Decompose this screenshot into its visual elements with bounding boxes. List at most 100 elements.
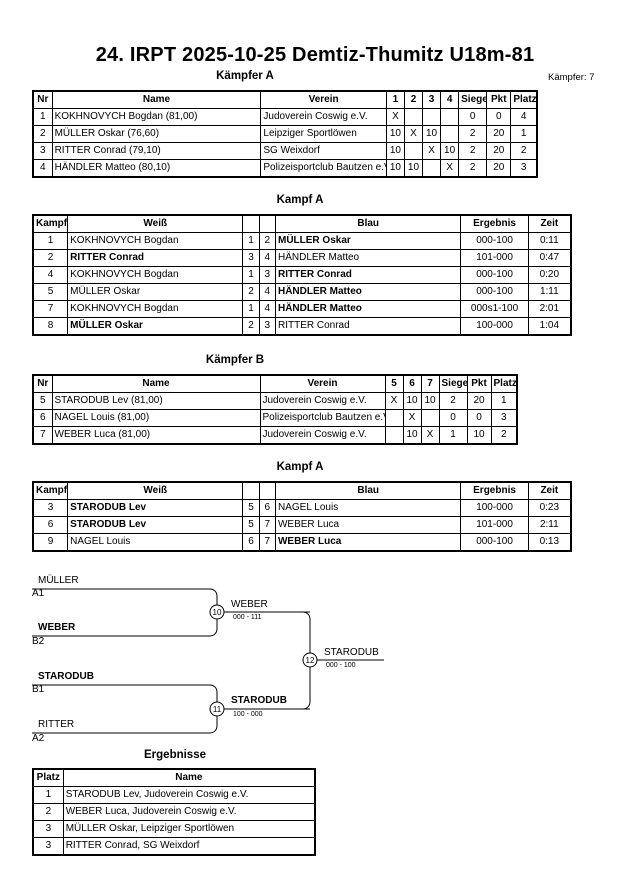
pool-b-cell: 0 <box>466 409 492 427</box>
bout-time: 2:11 <box>527 516 572 534</box>
bracket-m10-number: 10 <box>212 608 222 617</box>
pool-b-cell: Polizeisportclub Bautzen e.V. <box>259 409 386 427</box>
pool-b-cell: 10 <box>466 426 492 445</box>
pool-a-cell: 2 <box>510 142 538 160</box>
bracket-m12-number: 12 <box>305 656 315 665</box>
bracket-m11-score: 100 - 000 <box>233 711 263 718</box>
pool-a-heading: Kämpfer A <box>216 70 274 82</box>
pool-a-cell: 3 <box>32 142 53 160</box>
bout-time: 0:13 <box>527 533 572 552</box>
results-header-cell: Name <box>62 768 316 787</box>
pool-b-header-cell: Platz <box>490 374 518 393</box>
result-place: 3 <box>32 837 64 856</box>
result-name: MÜLLER Oskar, Leipziger Sportlöwen <box>62 820 316 838</box>
blue-fighter: WEBER Luca <box>274 533 462 552</box>
result-name: STARODUB Lev, Judoverein Coswig e.V. <box>62 786 316 804</box>
result-place: 3 <box>32 820 64 838</box>
pool-a-cell: X <box>421 142 442 160</box>
pool-b-cell: WEBER Luca (81,00) <box>51 426 261 445</box>
white-fighter: KOKHNOVYCH Bogdan <box>67 300 244 318</box>
pool-b-cell: NAGEL Louis (81,00) <box>51 409 261 427</box>
bout-number: 8 <box>32 317 69 336</box>
bracket-m10-score: 000 - 111 <box>233 614 262 621</box>
page-title: 24. IRPT 2025-10-25 Demtiz-Thumitz U18m-… <box>95 44 535 66</box>
pool-a-header-cell: Nr <box>32 90 53 109</box>
bouts-a-heading: Kampf A <box>276 194 324 206</box>
bracket-m11-top-seed: B1 <box>32 684 45 695</box>
pool-a-cell: 2 <box>458 159 488 178</box>
pool-a-cell: 2 <box>458 142 488 160</box>
bracket-m11-winner: STARODUB <box>231 695 287 706</box>
bracket-m10-top-name: MÜLLER <box>38 575 79 586</box>
bracket-m11-bottom-name: RITTER <box>38 719 75 730</box>
bracket-m11-bottom-seed: A2 <box>32 733 45 744</box>
pool-a-header-cell: Siege <box>458 90 488 109</box>
pool-a-cell: RITTER Conrad (79,10) <box>51 142 262 160</box>
blue-nr: 3 <box>258 317 276 336</box>
bracket-m11-top-name: STARODUB <box>38 671 94 682</box>
blue-nr: 4 <box>258 300 276 318</box>
match-12-circle <box>302 652 318 668</box>
pool-a-cell: SG Weixdorf <box>260 142 387 160</box>
pool-a-cell: 20 <box>486 159 512 178</box>
pool-a-cell: 3 <box>510 159 538 178</box>
bracket-m12-winner: STARODUB <box>324 647 379 658</box>
pool-b-cell: Judoverein Coswig e.V. <box>259 426 386 445</box>
fighter-count: Kämpfer: 7 <box>548 72 595 83</box>
bouts-b-header-cell: Ergebnis <box>460 481 529 500</box>
pool-b-cell: 2 <box>490 426 518 445</box>
pool-a-cell: 10 <box>385 142 405 160</box>
pool-b-cell: 0 <box>438 409 468 427</box>
blue-nr: 6 <box>258 499 276 517</box>
bracket-m10-bottom-seed: B2 <box>32 636 45 647</box>
blue-nr: 7 <box>258 516 276 534</box>
bracket-m10-bottom-name: WEBER <box>38 622 76 633</box>
result-name: WEBER Luca, Judoverein Coswig e.V. <box>62 803 316 821</box>
pool-b-cell: 1 <box>490 392 518 410</box>
results-header-cell: Platz <box>32 768 64 787</box>
result-place: 1 <box>32 786 64 804</box>
bout-result: 101-000 <box>460 516 529 534</box>
bout-result: 000-100 <box>460 533 529 552</box>
bout-time: 1:04 <box>527 317 572 336</box>
bout-result: 000s1-100 <box>460 300 529 318</box>
bracket-m10-top-seed: A1 <box>32 588 45 599</box>
match-10-circle <box>209 604 225 620</box>
blue-nr: 7 <box>258 533 276 552</box>
bouts-b-heading: Kampf A <box>276 461 324 473</box>
pool-b-cell: 7 <box>32 426 53 445</box>
bracket-m11-number: 11 <box>212 705 222 714</box>
result-place: 2 <box>32 803 64 821</box>
bracket-m10-winner: WEBER <box>231 599 268 610</box>
bout-number: 7 <box>32 300 69 318</box>
result-name: RITTER Conrad, SG Weixdorf <box>62 837 316 856</box>
pool-a-cell: Polizeisportclub Bautzen e.V. <box>260 159 387 178</box>
pool-b-heading: Kämpfer B <box>205 354 265 366</box>
pool-b-cell: 3 <box>490 409 518 427</box>
results-heading: Ergebnisse <box>144 749 206 761</box>
bout-result: 100-000 <box>460 317 529 336</box>
